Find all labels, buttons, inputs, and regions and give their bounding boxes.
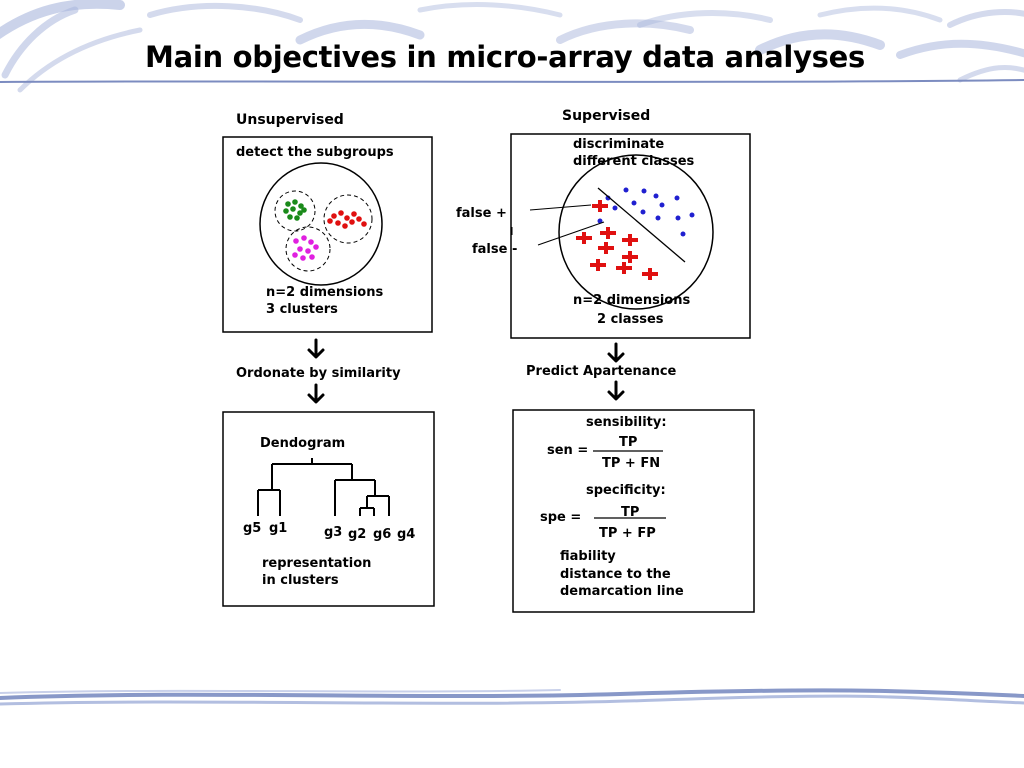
unsupervised-clustering-box bbox=[222, 136, 433, 333]
down-arrow-icon bbox=[307, 338, 325, 359]
cluster-green-points bbox=[283, 199, 307, 221]
down-arrow-icon bbox=[307, 383, 325, 404]
down-arrow-icon bbox=[607, 342, 625, 363]
cluster-red-outline bbox=[323, 194, 373, 244]
cluster-green-outline bbox=[274, 190, 316, 232]
ordonate-similarity-label: Ordonate by similarity bbox=[236, 366, 401, 381]
dendrogram-title: Dendogram bbox=[260, 436, 345, 451]
down-arrow-icon bbox=[607, 380, 625, 401]
specificity-title: specificity: bbox=[586, 483, 666, 498]
dendrogram-leaf-g5: g5 bbox=[243, 521, 261, 536]
dendrogram-leaf-g1: g1 bbox=[269, 521, 287, 536]
supervised-heading: Supervised bbox=[562, 108, 650, 124]
distance-label: distance to the bbox=[560, 567, 671, 582]
unsupervised-heading: Unsupervised bbox=[236, 112, 344, 128]
sensibility-lhs: sen = bbox=[547, 443, 588, 458]
sensibility-numerator: TP bbox=[619, 435, 637, 450]
cluster-outer-circle bbox=[259, 162, 383, 286]
cluster-magenta-outline bbox=[285, 226, 331, 272]
metrics-box bbox=[512, 409, 755, 613]
demarcation-line bbox=[597, 187, 686, 263]
false-positive-label: false + bbox=[456, 206, 507, 221]
dendrogram-leaf-g3: g3 bbox=[324, 525, 342, 540]
predict-apartenance-label: Predict Apartenance bbox=[526, 364, 677, 379]
specificity-denominator: TP + FP bbox=[599, 526, 656, 541]
unsupervised-clusters-caption: 3 clusters bbox=[266, 302, 338, 317]
false-negative-label: false - bbox=[472, 242, 517, 257]
dendrogram-leaf-g4: g4 bbox=[397, 527, 415, 542]
sensibility-title: sensibility: bbox=[586, 415, 667, 430]
supervised-classes-caption: 2 classes bbox=[597, 312, 664, 327]
error-pointer-lines bbox=[529, 204, 605, 246]
discriminate-label: discriminate bbox=[573, 137, 664, 152]
fiability-label: fiability bbox=[560, 549, 616, 564]
different-classes-label: different classes bbox=[573, 154, 695, 169]
sensibility-denominator: TP + FN bbox=[602, 456, 660, 471]
dendrogram-leaf-g6: g6 bbox=[373, 527, 391, 542]
in-clusters-caption: in clusters bbox=[262, 573, 339, 588]
class-red-points bbox=[576, 200, 658, 280]
cluster-red-points bbox=[327, 210, 367, 229]
classification-outer-circle bbox=[558, 154, 714, 310]
representation-caption: representation bbox=[262, 556, 371, 571]
cluster-magenta-points bbox=[292, 235, 319, 261]
detect-subgroups-label: detect the subgroups bbox=[236, 145, 394, 160]
supervised-dimensions-caption: n=2 dimensions bbox=[573, 293, 690, 308]
dendrogram-leaf-g2: g2 bbox=[348, 527, 366, 542]
unsupervised-dimensions-caption: n=2 dimensions bbox=[266, 285, 383, 300]
demarcation-label: demarcation line bbox=[560, 584, 684, 599]
specificity-numerator: TP bbox=[621, 505, 639, 520]
dendrogram-tree bbox=[257, 458, 390, 516]
slide-title: Main objectives in micro-array data anal… bbox=[145, 40, 865, 74]
specificity-lhs: spe = bbox=[540, 510, 581, 525]
